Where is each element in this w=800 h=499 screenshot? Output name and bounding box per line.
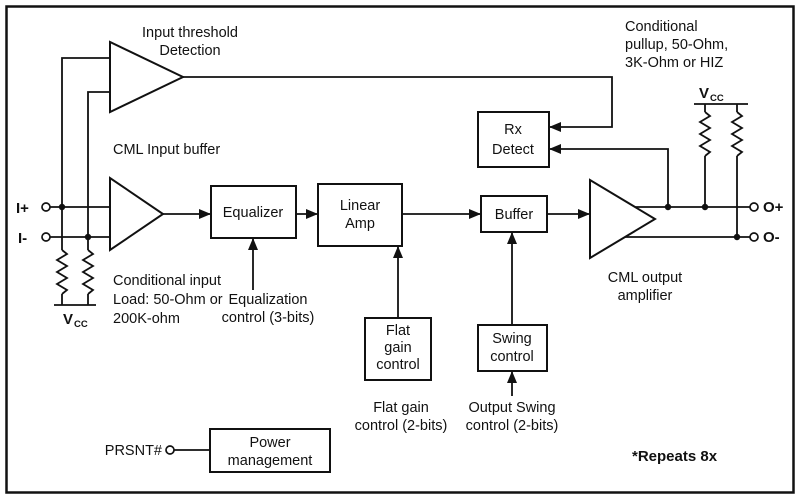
input-load-resistor-minus [81,249,95,295]
i-minus-label: I- [18,230,27,247]
cml-output-label-line1: CML output [608,270,682,286]
o-minus-label: O- [763,229,780,246]
power-management-label-line2: management [228,453,313,469]
swing-block-label-line1: Swing [492,331,532,347]
pullup-resistor-plus [698,111,712,157]
junction-dot [733,233,741,241]
input-threshold-label-line2: Detection [159,43,220,59]
swing-control-block [477,324,548,372]
output-swing-control-label-line1: Output Swing [468,400,555,416]
power-management-label-line1: Power [249,435,290,451]
power-management-block [209,428,331,473]
cml-output-label-line2: amplifier [618,288,673,304]
wire-output-sense-to-rx-detect [549,144,669,207]
linear-amp-block [317,183,403,247]
signal-wires [50,57,750,451]
wire-threshold-tap-minus [87,91,110,250]
junction-dot [664,203,672,211]
wire-pullup-vcc-rail [694,103,748,237]
pullup-resistor-minus [730,111,744,157]
repeats-note-label: *Repeats 8x [632,448,718,465]
buffer-block [480,195,548,233]
buffer-label: Buffer [495,207,534,223]
o-minus-terminal [749,232,759,242]
input-load-resistor-plus [55,249,69,295]
vcc-right-subscript: CC [710,93,724,104]
output-swing-control-label-line2: control (2-bits) [466,418,559,434]
rx-detect-block [477,111,550,168]
cml-input-buffer-label: CML Input buffer [113,142,220,158]
i-plus-terminal [41,202,51,212]
junction-dot [84,233,92,241]
diagram-border [5,5,795,494]
conditional-input-label-line1: Conditional input [113,273,221,289]
equalizer-label: Equalizer [223,205,284,221]
junction-dots [58,203,741,241]
input-threshold-label-line1: Input threshold [142,25,238,41]
wire-input-load-vcc-rail [54,294,96,306]
prsnt-terminal [165,445,175,455]
equalization-control-label-line1: Equalization [229,292,308,308]
o-plus-label: O+ [763,199,784,216]
vcc-left-label: V [63,311,73,328]
equalizer-block [210,185,297,239]
wire-threshold-to-rx-detect [183,76,613,132]
cml-input-buffer-symbol [109,176,165,252]
equalization-control-label-line2: control (3-bits) [222,310,315,326]
conditional-pullup-label-line2: pullup, 50-Ohm, [625,37,728,53]
i-plus-label: I+ [16,200,29,217]
conditional-input-label-line2: Load: 50-Ohm or [113,292,223,308]
conditional-pullup-label-line1: Conditional [625,19,698,35]
wire-threshold-tap-plus [61,57,110,250]
flat-gain-block-label-line3: control [376,357,420,373]
flat-gain-control-label-line1: Flat gain [373,400,429,416]
flat-gain-control-label-line2: control (2-bits) [355,418,448,434]
input-threshold-detector-symbol [109,40,186,114]
pin-terminals [41,202,759,455]
resistors [55,111,744,295]
prsnt-label: PRSNT# [105,443,162,459]
flat-gain-block-label-line1: Flat [386,323,410,339]
o-plus-terminal [749,202,759,212]
vcc-right-label: V [699,85,709,102]
swing-block-label-line2: control [490,349,534,365]
conditional-input-label-line3: 200K-ohm [113,311,180,327]
vcc-left-subscript: CC [74,319,88,330]
conditional-pullup-label-line3: 3K-Ohm or HIZ [625,55,723,71]
linear-amp-label-line1: Linear [340,198,380,214]
linear-amp-label-line2: Amp [345,216,375,232]
flat-gain-block-label-line2: gain [384,340,411,356]
i-minus-terminal [41,232,51,242]
rx-detect-label-line1: Rx [504,122,522,138]
rx-detect-label-line2: Detect [492,142,534,158]
junction-dot [58,203,66,211]
junction-dot [701,203,709,211]
cml-output-amplifier-symbol [589,178,657,260]
flat-gain-control-block [364,317,432,381]
